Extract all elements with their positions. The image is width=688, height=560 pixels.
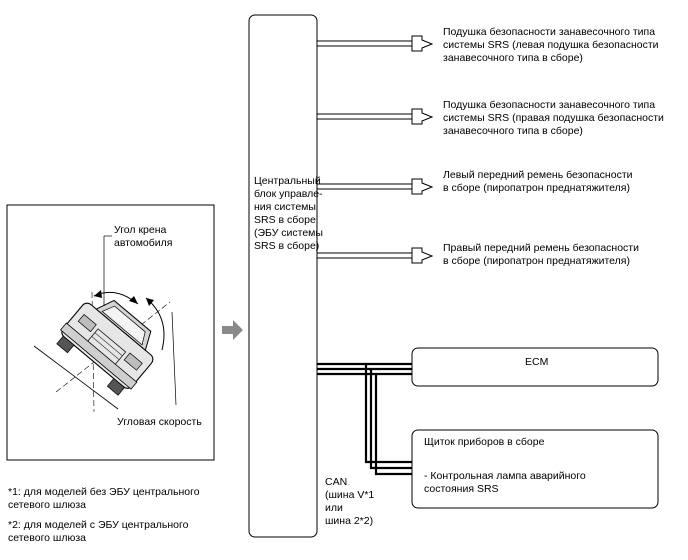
vehicle-illustration [33, 235, 177, 413]
vehicle-frame [6, 204, 215, 461]
ecm-box [411, 347, 659, 387]
output-wires [317, 40, 412, 259]
ecu-box [248, 14, 318, 538]
ecm-label: ECM [525, 356, 549, 368]
output-label-left-seatbelt: Левый передний ремень безопасности в сбо… [443, 169, 633, 194]
meter-title: Щиток приборов в сборе [424, 436, 545, 448]
meter-box [411, 429, 659, 509]
ecu-label: Центральный блок управле- ния системы SR… [254, 175, 323, 252]
footnote-2: *2: для моделей с ЭБУ центрального сетев… [8, 519, 189, 544]
angular-velocity-label: Угловая скорость [117, 416, 202, 428]
output-label-left-curtain-airbag: Подушка безопасности занавесочного типа … [443, 26, 659, 64]
can-label: CAN (шина V*1 или шина 2*2) [325, 476, 375, 527]
output-label-right-curtain-airbag: Подушка безопасности занавесочного типа … [443, 99, 664, 137]
meter-item: - Контрольная лампа аварийного состояния… [424, 470, 586, 495]
roll-angle-label: Угол крена автомобиля [114, 224, 173, 249]
flow-arrow [222, 320, 243, 340]
output-label-right-seatbelt: Правый передний ремень безопасности в сб… [443, 242, 639, 267]
connector-icons [411, 35, 434, 264]
footnote-1: *1: для моделей без ЭБУ центрального сет… [8, 486, 200, 511]
can-bus [317, 362, 412, 476]
